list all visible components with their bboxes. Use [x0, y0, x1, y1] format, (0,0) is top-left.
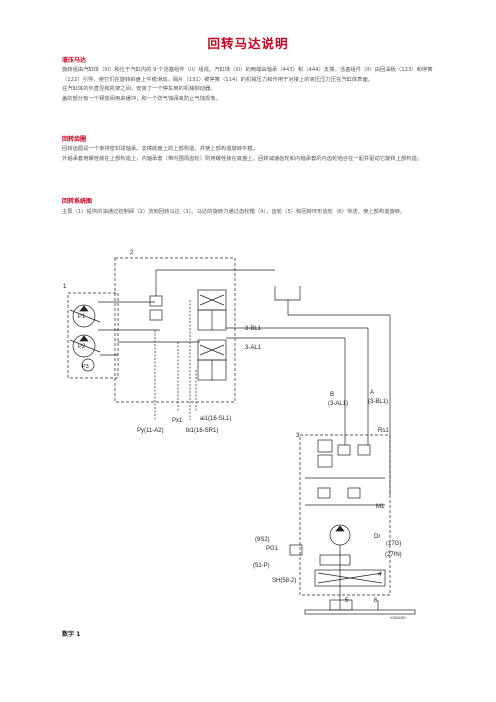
- label-pinion-number: 5: [345, 598, 349, 604]
- label-bi1: bi1(16-SR1): [186, 428, 218, 434]
- label-port-a: A: [370, 390, 374, 396]
- anti-cavitation-valve: [317, 487, 331, 499]
- label-rs1: Rs1: [378, 428, 389, 434]
- relief-valve: [149, 295, 163, 307]
- swing-ring-gear: [304, 609, 416, 615]
- label-27in: (27IN): [385, 552, 402, 558]
- paragraph: 外轴承套用螺栓装在上部构造上，内轴承套（带内围周齿轮）则用螺栓装在底盘上。回转减…: [62, 155, 423, 162]
- label-dr: Dr: [374, 534, 380, 540]
- label-port-b: B: [330, 392, 334, 398]
- pump-arrow-icon: [79, 305, 89, 312]
- label-pump-p2: P2: [78, 344, 86, 350]
- gearbox-hatch: [317, 572, 383, 584]
- check-valve: [149, 309, 163, 321]
- paragraph: 盖的部分有一个释放阀用来缓冲，和一个防气蚀阀来防止气蚀现象。: [62, 95, 221, 102]
- section-heading-hydraulic-motor: 液压马达: [62, 57, 87, 64]
- anti-cavitation-valve: [347, 487, 361, 499]
- section-body-swing-ring: 回转齿圈是一个单排密封球轴承。支撑底盘上的上部构造，并使上部构造旋转平稳。 外轴…: [62, 145, 442, 164]
- label-pg1: PG1: [266, 546, 279, 552]
- label-port-3-al1: 3-AL1: [245, 345, 262, 351]
- label-px1: Px1: [172, 418, 183, 424]
- pump-p3-circle: [81, 358, 95, 372]
- label-m1: M1: [376, 504, 385, 510]
- pump-p2-circle: [72, 334, 96, 358]
- section-heading-swing-ring: 回转齿圈: [62, 136, 87, 143]
- brake-cylinder: [319, 554, 351, 566]
- label-figure-code: V1004451: [390, 616, 406, 620]
- tank-symbol: [274, 286, 301, 301]
- label-pump-p1: P1: [78, 314, 86, 320]
- label-port-b-sub: (3-AL1): [328, 401, 348, 407]
- label-swing-ring-number: 6: [374, 598, 378, 604]
- paragraph: 旋转组由汽缸体（III）和位于汽缸内的 9 个活塞组件（II）组成。汽缸体（II…: [62, 67, 433, 83]
- label-control-valve-number: 2: [130, 250, 134, 256]
- label-py: Py(11-A2): [137, 428, 164, 434]
- paragraph: 回转齿圈是一个单排密封球轴承。支撑底盘上的上部构造，并使上部构造旋转平稳。: [62, 146, 258, 152]
- label-port-a-sub: (3-BL1): [368, 399, 388, 405]
- pinion-gear: [329, 599, 353, 611]
- label-swing-motor-number: 3: [296, 433, 300, 439]
- diagram-labels: 1 2 P1 P2 P3 3-BL1 3-AL1 Px1 Py(11-A2) a…: [63, 250, 406, 620]
- label-ai1: ai1(16-SL1): [200, 416, 231, 422]
- paragraph: 在汽缸体的外直径和机架之间，安装了一个停车用的机械制动器。: [62, 86, 216, 92]
- brake-valve: [289, 544, 303, 556]
- section-body-swing-system: 主泵（1）提供的油通过控制阀（2）流到回转马达（3）。马达的旋转力通过齿轮箱（4…: [62, 208, 442, 218]
- spool-arrow: [199, 344, 225, 356]
- page-title: 回转马达说明: [207, 36, 289, 51]
- section-heading-swing-system: 回转系统图: [62, 198, 93, 205]
- label-sh: SH(58-2): [272, 578, 296, 584]
- motor-valve: [317, 439, 333, 453]
- section-body-hydraulic-motor: 旋转组由汽缸体（III）和位于汽缸内的 9 个活塞组件（II）组成。汽缸体（II…: [62, 66, 442, 104]
- label-pump-p3: P3: [82, 364, 89, 370]
- motor-arrow-icon: [335, 525, 345, 532]
- label-gearbox-number: 4: [378, 572, 382, 578]
- figure-caption: 数字 1: [62, 631, 81, 638]
- paragraph: 主泵（1）提供的油通过控制阀（2）流到回转马达（3）。马达的旋转力通过齿轮箱（4…: [62, 209, 406, 215]
- pump-variable-line: [69, 339, 101, 353]
- label-9s2: (9S2): [255, 537, 270, 543]
- spool-arrow: [199, 294, 225, 306]
- motor-valve: [317, 454, 333, 468]
- pump-arrow-icon: [79, 335, 89, 342]
- label-pump-number: 1: [63, 284, 67, 290]
- motor-check-valve: [357, 444, 371, 456]
- label-port-3-bl1: 3-BL1: [245, 326, 262, 332]
- pump-variable-line: [69, 309, 101, 323]
- label-51p: (51-P): [253, 563, 270, 569]
- pump-p1-circle: [72, 304, 96, 328]
- pump-frame: [67, 292, 119, 379]
- swing-motor-frame: [299, 434, 391, 596]
- gearbox: [314, 569, 386, 587]
- motor-check-valve: [337, 444, 351, 456]
- label-17g: (17G): [386, 541, 401, 547]
